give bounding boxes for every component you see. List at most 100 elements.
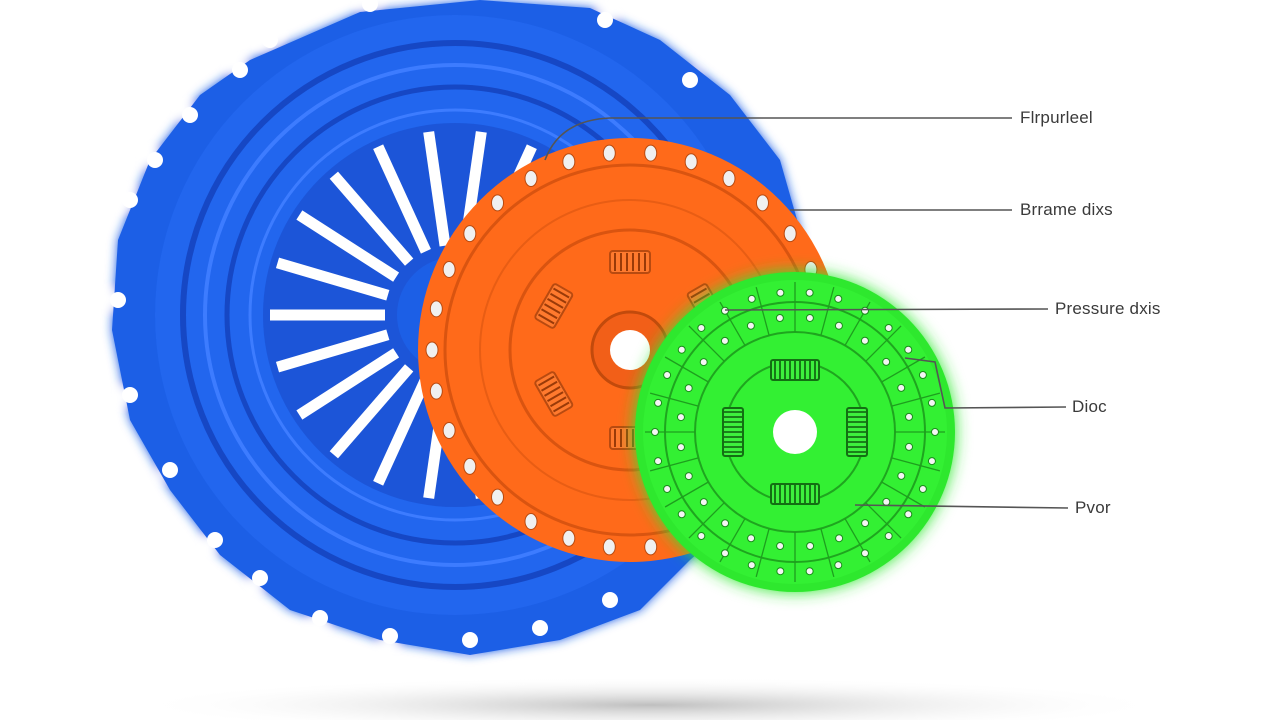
rivet <box>904 510 913 519</box>
rivet <box>562 529 576 547</box>
bolt-hole <box>262 32 278 48</box>
segment-line <box>865 325 902 362</box>
damper-spring <box>770 359 820 381</box>
segment-line <box>755 286 770 336</box>
label-flywheel: Flrpurleel <box>1020 108 1093 127</box>
bolt-hole <box>462 632 478 648</box>
rivet <box>654 398 663 407</box>
rivet <box>776 288 785 297</box>
rivet <box>651 428 659 436</box>
rivet <box>882 497 891 506</box>
bolt-hole <box>182 107 198 123</box>
rivet <box>699 358 708 367</box>
rivet <box>602 144 616 162</box>
label-pressure-disc: Pressure dxis <box>1055 299 1161 318</box>
pressure-plate-bolt-holes <box>110 0 698 648</box>
bolt-hole <box>110 292 126 308</box>
rivet <box>684 384 693 393</box>
rivet <box>524 170 538 188</box>
damper-spring <box>609 250 651 274</box>
rivet <box>677 510 686 519</box>
rivet <box>918 484 927 493</box>
rivet <box>775 313 784 322</box>
rivet <box>442 260 456 278</box>
rivet <box>783 225 797 243</box>
leader-line-4 <box>854 504 1069 509</box>
bolt-hole <box>597 12 613 28</box>
clutch-disc-damper-springs <box>722 359 868 505</box>
rivet <box>676 413 685 422</box>
rivet <box>663 484 672 493</box>
spring-finger <box>296 348 400 420</box>
segment-line <box>688 502 725 539</box>
segment-line <box>688 325 725 362</box>
spring-finger <box>275 257 390 301</box>
rivet <box>927 398 936 407</box>
segment-line <box>865 502 902 539</box>
bolt-hole <box>252 570 268 586</box>
rivet <box>905 442 914 451</box>
rivet <box>747 294 756 303</box>
bolt-hole <box>122 387 138 403</box>
rivet <box>805 288 814 297</box>
bolt-hole <box>682 72 698 88</box>
rivet <box>721 549 729 558</box>
rivet <box>805 313 814 322</box>
rivet <box>491 488 505 506</box>
rivet <box>927 457 936 466</box>
bolt-hole <box>162 462 178 478</box>
clutch-disc-rivets <box>651 288 939 576</box>
bolt-hole <box>207 532 223 548</box>
rivet <box>747 534 756 543</box>
bolt-hole <box>362 0 378 12</box>
bolt-hole <box>232 62 248 78</box>
rivet <box>697 532 706 541</box>
rivet <box>684 472 693 481</box>
rivet <box>654 457 663 466</box>
rivet <box>602 538 616 556</box>
rivet <box>861 519 870 528</box>
spring-finger <box>373 144 431 254</box>
rivet <box>806 542 815 551</box>
clutch-disc-center-hole <box>773 410 817 454</box>
rivet <box>834 561 843 570</box>
rivet <box>442 422 456 440</box>
bolt-hole <box>602 592 618 608</box>
label-disc: Dioc <box>1072 397 1107 416</box>
rivet <box>884 323 893 332</box>
segment-line <box>891 392 941 407</box>
rivet <box>429 300 443 318</box>
segment-line <box>664 356 709 383</box>
bolt-hole <box>382 628 398 644</box>
damper-spring <box>534 283 574 329</box>
rivet <box>677 345 686 354</box>
rivet <box>746 321 755 330</box>
rivet <box>722 170 736 188</box>
rivet <box>644 144 658 162</box>
rivet <box>882 357 891 366</box>
floor-shadow <box>130 677 1170 720</box>
rivet <box>918 371 927 380</box>
damper-spring <box>722 407 744 457</box>
rivet <box>834 294 843 303</box>
spring-finger <box>329 171 414 266</box>
rivet <box>897 383 906 392</box>
rivet <box>776 542 785 551</box>
bolt-hole <box>312 610 328 626</box>
rivet <box>835 534 844 543</box>
rivet <box>755 194 769 212</box>
segment-line <box>881 356 926 383</box>
leader-lines <box>544 117 1069 509</box>
segment-line <box>881 481 926 508</box>
damper-spring <box>846 407 868 457</box>
rivet <box>562 153 576 171</box>
rivet <box>805 567 814 576</box>
rivet <box>860 336 869 345</box>
spring-finger <box>296 210 400 282</box>
spring-finger <box>373 376 431 486</box>
segment-line <box>755 528 770 578</box>
rivet <box>429 382 443 400</box>
rivet <box>904 345 913 354</box>
leader-line-2 <box>724 308 1049 311</box>
